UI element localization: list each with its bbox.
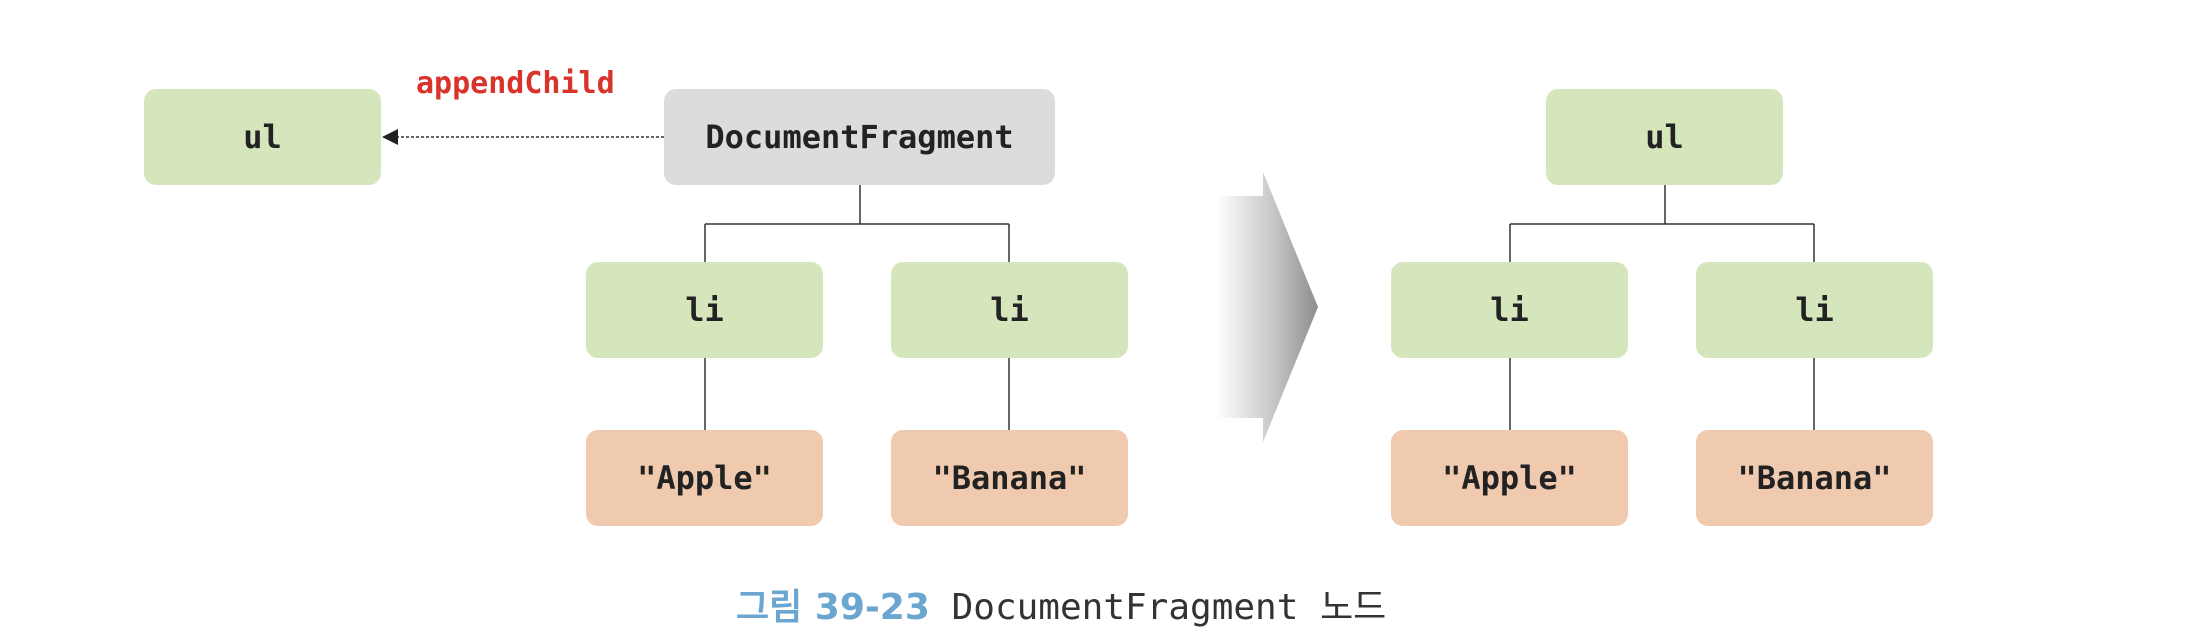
left-text-label-banana: "Banana" [932, 459, 1087, 497]
right-li-label-2: li [1795, 291, 1834, 329]
figure-title: DocumentFragment 노드 [951, 587, 1387, 628]
ul-root-label: ul [1645, 118, 1684, 156]
transition-arrow [1216, 172, 1318, 442]
right-text-node-apple: "Apple" [1391, 430, 1628, 526]
left-text-node-apple: "Apple" [586, 430, 823, 526]
right-text-label-banana: "Banana" [1737, 459, 1892, 497]
document-fragment-node: DocumentFragment [664, 89, 1055, 185]
append-arrow [382, 129, 664, 145]
right-li-label-1: li [1490, 291, 1529, 329]
left-li-node-2: li [891, 262, 1128, 358]
right-text-node-banana: "Banana" [1696, 430, 1933, 526]
ul-target-label: ul [243, 118, 282, 156]
right-li-node-2: li [1696, 262, 1933, 358]
ul-root-node: ul [1546, 89, 1783, 185]
right-tree-connectors [1509, 185, 1815, 430]
document-fragment-label: DocumentFragment [705, 118, 1014, 156]
left-li-node-1: li [586, 262, 823, 358]
left-text-node-banana: "Banana" [891, 430, 1128, 526]
append-child-label: appendChild [416, 66, 615, 101]
ul-target-node: ul [144, 89, 381, 185]
right-li-node-1: li [1391, 262, 1628, 358]
figure-caption: 그림 39-23 DocumentFragment 노드 [736, 578, 1386, 630]
figure-number: 그림 39-23 [736, 587, 930, 628]
right-text-label-apple: "Apple" [1442, 459, 1577, 497]
left-text-label-apple: "Apple" [637, 459, 772, 497]
left-li-label-1: li [685, 291, 724, 329]
left-tree-connectors [704, 185, 1010, 430]
left-li-label-2: li [990, 291, 1029, 329]
